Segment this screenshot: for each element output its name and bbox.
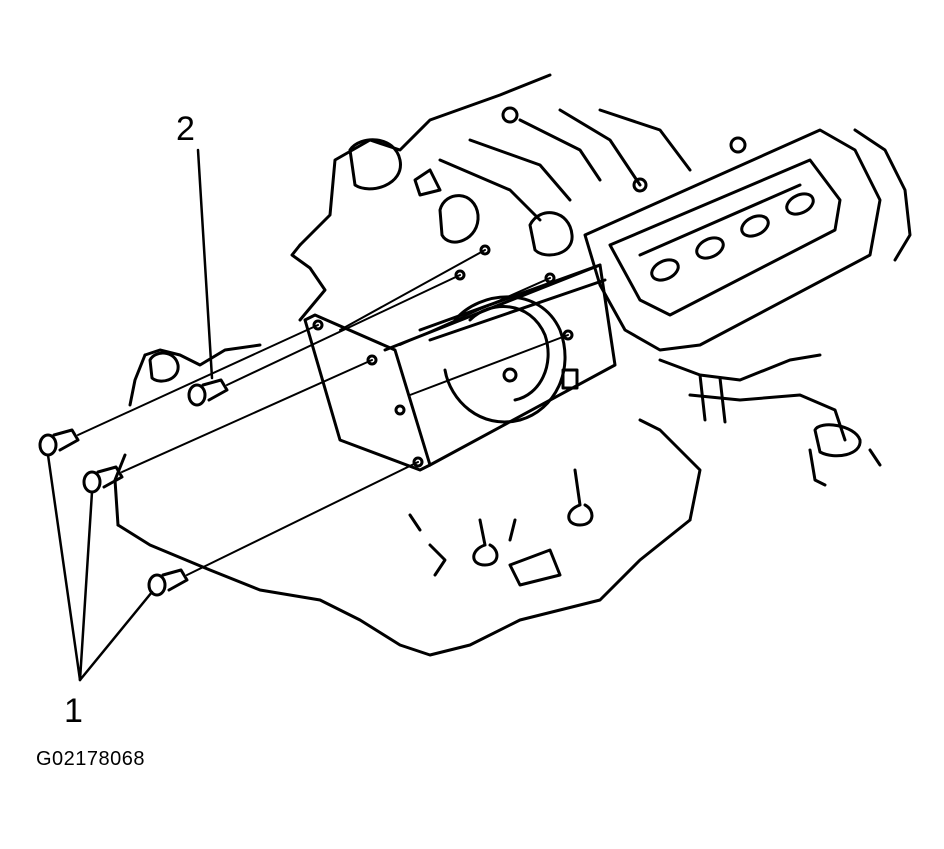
- callout-label-2: 2: [176, 110, 195, 148]
- lower-block-details: [408, 468, 594, 587]
- intake-runners: [438, 106, 747, 222]
- callout-label-1: 1: [64, 692, 83, 730]
- valve-cover: [583, 128, 912, 352]
- bolt-alignment-lines: [77, 249, 569, 576]
- engine-block-outline: [113, 73, 702, 657]
- valve-cover-ports: [650, 192, 815, 282]
- leader-line: [46, 148, 214, 682]
- bolt-icon: [38, 378, 229, 597]
- engine-left-details: [148, 138, 574, 383]
- exhaust-pipe: [658, 353, 882, 487]
- front-cover-plate: [303, 244, 617, 472]
- figure-id-label: G02178068: [36, 748, 146, 770]
